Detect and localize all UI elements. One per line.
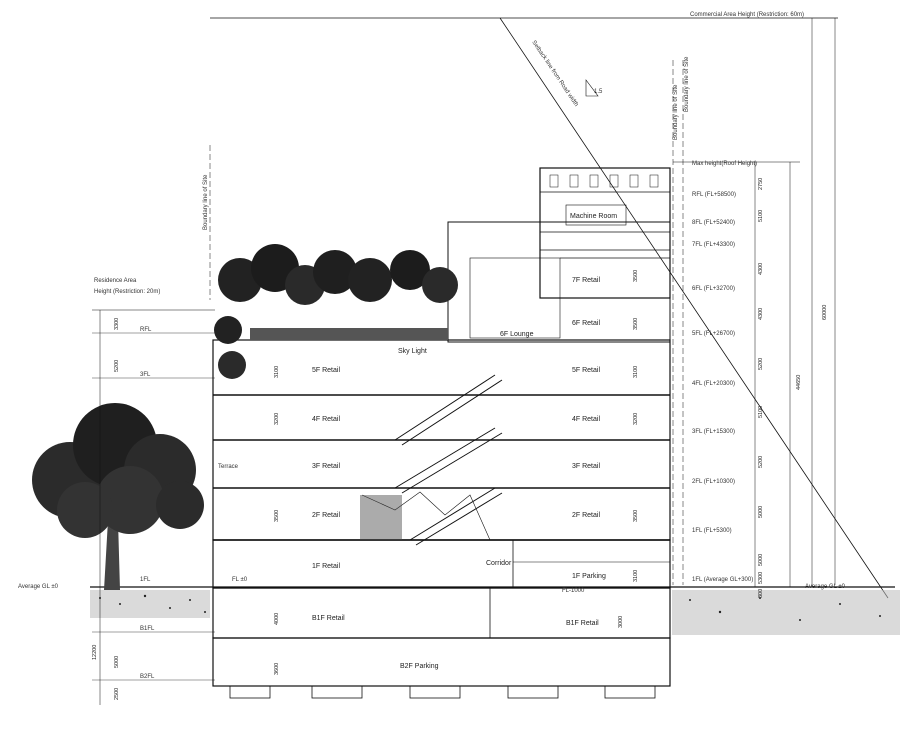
room-4f-retail-right: 4F Retail — [572, 416, 600, 423]
dim-4f-left: 3200 — [274, 413, 280, 425]
dim-4f-right: 3200 — [633, 413, 639, 425]
room-b2f-parking: B2F Parking — [400, 663, 439, 670]
room-7f-retail: 7F Retail — [572, 277, 600, 284]
right-dim-9: 5300 — [758, 572, 764, 584]
dim-5f-right: 3100 — [633, 366, 639, 378]
right-level-5: 5FL (FL+26700) — [692, 331, 735, 337]
right-level-2: 8FL (FL+52400) — [692, 220, 735, 226]
right-level-10: 1FL (Average GL+300) — [692, 577, 753, 583]
ground — [90, 586, 900, 635]
room-machine: Machine Room — [570, 213, 617, 220]
room-6f-lounge: 6F Lounge — [500, 331, 534, 338]
tree-illustration — [32, 403, 204, 590]
room-corridor: Corridor — [486, 560, 512, 567]
right-dim-2: 4300 — [758, 263, 764, 275]
terrace-label: Terrace — [218, 464, 239, 470]
boundary-lines: Boundary line of Site Boundary line of S… — [203, 56, 690, 585]
floor-dims: 3500 3500 3100 3100 3200 3200 3500 3500 … — [274, 270, 639, 675]
right-dim-8: 5000 — [758, 554, 764, 566]
room-1f-parking: 1F Parking — [572, 573, 606, 580]
dim-b1f-right: 3000 — [618, 616, 624, 628]
right-level-0: Max height(Roof Height) — [692, 161, 757, 167]
left-dim-4: 12200 — [92, 645, 98, 660]
room-3f-retail-right: 3F Retail — [572, 463, 600, 470]
boundary-right-label-1: Boundary line of Site — [673, 84, 679, 140]
room-2f-retail-right: 2F Retail — [572, 512, 600, 519]
left-levels: Residence Area Height (Restriction: 20m)… — [18, 278, 215, 705]
right-dim-6: 5200 — [758, 456, 764, 468]
right-dim-7: 5000 — [758, 506, 764, 518]
right-dim-5: 5100 — [758, 406, 764, 418]
slope-label: 1.5 — [594, 89, 603, 95]
boundary-right-label-2: Boundary line of Site — [684, 56, 690, 112]
room-b1f-retail-right: B1F Retail — [566, 620, 599, 627]
rooftop-garden — [214, 244, 458, 379]
right-level-1: RFL (FL+58500) — [692, 192, 736, 198]
room-2f-retail-left: 2F Retail — [312, 512, 340, 519]
level-fl-minus-1000: FL-1000 — [562, 588, 585, 594]
right-level-9: 1FL (FL+5300) — [692, 528, 732, 534]
right-dim-3: 4300 — [758, 308, 764, 320]
dim-5f-left: 3100 — [274, 366, 280, 378]
dim-b1f-left: 4000 — [274, 613, 280, 625]
room-4f-retail-left: 4F Retail — [312, 416, 340, 423]
room-b1f-retail-left: B1F Retail — [312, 615, 345, 622]
average-gl-left: Average GL ±0 — [18, 584, 59, 590]
left-dim-5: 2500 — [114, 688, 120, 700]
right-dim-0: 2750 — [758, 178, 764, 190]
commercial-height-label: Commercial Area Height (Restriction: 60m… — [690, 12, 804, 18]
left-level-b2fl: B2FL — [140, 674, 155, 680]
left-level-b1fl: B1FL — [140, 626, 155, 632]
dim-7f: 3500 — [633, 270, 639, 282]
left-level-3fl: 3FL — [140, 372, 151, 378]
dim-2f-left: 3500 — [274, 510, 280, 522]
left-dim-3: 5000 — [114, 656, 120, 668]
right-level-11: Average GL ±0 — [805, 584, 846, 590]
overall-dim-60000: 60000 — [822, 305, 828, 320]
boundary-left-label: Boundary line of Site — [203, 174, 209, 230]
residence-label-2: Height (Restriction: 20m) — [94, 289, 160, 295]
left-level-1fl: 1FL — [140, 577, 151, 583]
room-5f-retail-left: 5F Retail — [312, 367, 340, 374]
right-level-7: 3FL (FL+15300) — [692, 429, 735, 435]
room-6f-retail: 6F Retail — [572, 320, 600, 327]
room-5f-retail-right: 5F Retail — [572, 367, 600, 374]
residence-label-1: Residence Area — [94, 278, 137, 284]
right-dim-1: 5100 — [758, 210, 764, 222]
right-level-3: 7FL (FL+43300) — [692, 242, 735, 248]
room-labels: Machine Room 7F Retail 6F Retail 6F Loun… — [218, 213, 617, 670]
right-levels: Max height(Roof Height) RFL (FL+58500) 8… — [673, 18, 846, 598]
left-dim-2: 5200 — [114, 360, 120, 372]
level-fl-0: FL ±0 — [232, 577, 248, 583]
dim-b2f: 3600 — [274, 663, 280, 675]
room-3f-retail-left: 3F Retail — [312, 463, 340, 470]
right-dim-10: 300 — [758, 589, 764, 598]
left-dim-1: 3300 — [114, 318, 120, 330]
overall-dim-44650: 44650 — [796, 375, 802, 390]
commercial-height-line: Commercial Area Height (Restriction: 60m… — [210, 12, 838, 585]
room-skylight: Sky Light — [398, 348, 427, 355]
building-section — [212, 167, 671, 699]
dim-1f: 3100 — [633, 570, 639, 582]
room-1f-retail: 1F Retail — [312, 563, 340, 570]
right-level-8: 2FL (FL+10300) — [692, 479, 735, 485]
setback-diagonal: Setback line from Road width 1.5 — [499, 17, 889, 599]
left-level-rfl: RFL — [140, 327, 152, 333]
dim-6f: 3500 — [633, 318, 639, 330]
right-dim-4: 5200 — [758, 358, 764, 370]
right-level-4: 6FL (FL+32700) — [692, 286, 735, 292]
dim-2f-right: 3500 — [633, 510, 639, 522]
right-level-6: 4FL (FL+20300) — [692, 381, 735, 387]
